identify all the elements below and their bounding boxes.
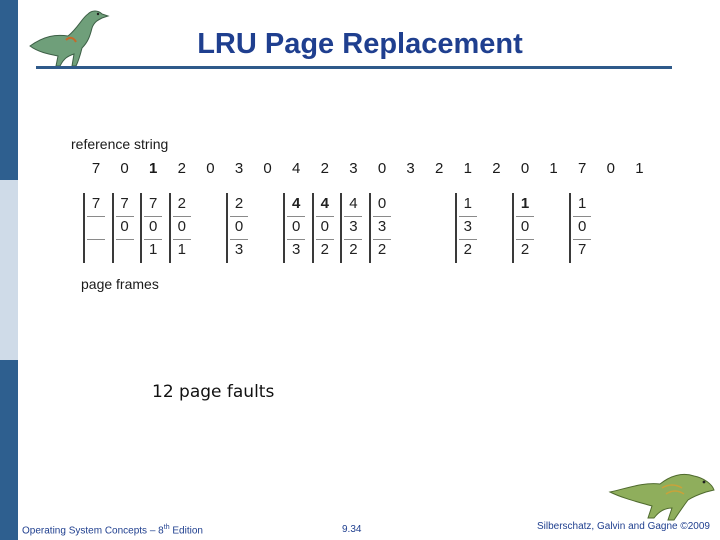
page-frame-column: 032 — [373, 193, 391, 263]
frame-border — [569, 193, 571, 263]
frame-cell: 2 — [230, 193, 248, 215]
frame-cell: 0 — [173, 216, 191, 238]
frame-cell: 3 — [230, 239, 248, 261]
page-title: LRU Page Replacement — [150, 28, 570, 61]
frame-border — [140, 193, 142, 263]
frame-border — [512, 193, 514, 263]
frame-cell — [116, 239, 134, 261]
reference-string-value: 0 — [258, 160, 278, 177]
sidebar-segment — [0, 0, 18, 180]
reference-string-value: 2 — [315, 160, 335, 177]
reference-string-value: 7 — [86, 160, 106, 177]
reference-string-value: 7 — [572, 160, 592, 177]
reference-string-value: 3 — [401, 160, 421, 177]
frame-cell: 3 — [373, 216, 391, 238]
frame-cell: 0 — [316, 216, 334, 238]
reference-string-value: 1 — [458, 160, 478, 177]
frame-cell: 7 — [573, 239, 591, 261]
frame-cell: 7 — [116, 193, 134, 215]
frame-border — [340, 193, 342, 263]
frame-cell: 0 — [373, 193, 391, 215]
reference-string-value: 2 — [172, 160, 192, 177]
dinosaur-logo-icon — [608, 462, 716, 522]
frame-cell — [87, 216, 105, 238]
frame-cell: 1 — [516, 193, 534, 215]
reference-string-value: 3 — [229, 160, 249, 177]
reference-string-value: 3 — [343, 160, 363, 177]
reference-string-value: 1 — [544, 160, 564, 177]
footer-book-title: Operating System Concepts – 8th Edition — [22, 524, 203, 536]
reference-string-value: 0 — [200, 160, 220, 177]
frame-border — [112, 193, 114, 263]
reference-string-value: 0 — [515, 160, 535, 177]
frame-cell: 2 — [173, 193, 191, 215]
page-faults-count: 12 page faults — [152, 382, 274, 402]
reference-string-value: 2 — [486, 160, 506, 177]
frame-cell: 4 — [287, 193, 305, 215]
sidebar-segment — [0, 180, 18, 360]
frame-cell: 3 — [344, 216, 362, 238]
frame-border — [455, 193, 457, 263]
frame-cell: 2 — [316, 239, 334, 261]
frame-cell: 2 — [516, 239, 534, 261]
reference-string-value: 0 — [372, 160, 392, 177]
frame-border — [369, 193, 371, 263]
reference-string-value: 1 — [143, 160, 163, 177]
frame-cell: 7 — [87, 193, 105, 215]
footer-authors: Silberschatz, Galvin and Gagne ©2009 — [537, 521, 710, 532]
frame-border — [226, 193, 228, 263]
frame-border — [169, 193, 171, 263]
sidebar-stripe — [0, 0, 18, 540]
frame-cell: 0 — [516, 216, 534, 238]
reference-string-value: 1 — [629, 160, 649, 177]
frame-cell: 0 — [573, 216, 591, 238]
slide-number: 9.34 — [342, 524, 361, 535]
reference-string-value: 2 — [429, 160, 449, 177]
frame-cell: 4 — [344, 193, 362, 215]
frame-cell: 2 — [373, 239, 391, 261]
frame-cell: 0 — [144, 216, 162, 238]
frame-cell — [87, 239, 105, 261]
frame-cell: 3 — [459, 216, 477, 238]
frame-cell: 1 — [173, 239, 191, 261]
frame-cell: 2 — [344, 239, 362, 261]
frame-cell: 2 — [459, 239, 477, 261]
page-frame-column: 7 — [87, 193, 105, 263]
frame-cell: 3 — [287, 239, 305, 261]
sidebar-segment — [0, 360, 18, 540]
footer-book-title-tail: Edition — [170, 525, 203, 536]
frame-cell: 0 — [116, 216, 134, 238]
frame-border — [312, 193, 314, 263]
frame-cell: 0 — [287, 216, 305, 238]
reference-string-caption: reference string — [71, 136, 168, 152]
frame-border — [83, 193, 85, 263]
page-frames-caption: page frames — [81, 276, 159, 292]
frame-cell: 1 — [144, 239, 162, 261]
frame-cell: 7 — [144, 193, 162, 215]
reference-string-value: 0 — [115, 160, 135, 177]
frame-cell: 4 — [316, 193, 334, 215]
frame-cell: 0 — [230, 216, 248, 238]
footer-book-title-main: Operating System Concepts – 8 — [22, 525, 164, 536]
reference-string-value: 0 — [601, 160, 621, 177]
dinosaur-logo-icon — [26, 6, 110, 68]
reference-string-value: 4 — [286, 160, 306, 177]
frame-cell: 1 — [573, 193, 591, 215]
frame-border — [283, 193, 285, 263]
title-divider — [36, 66, 672, 69]
frame-cell: 1 — [459, 193, 477, 215]
